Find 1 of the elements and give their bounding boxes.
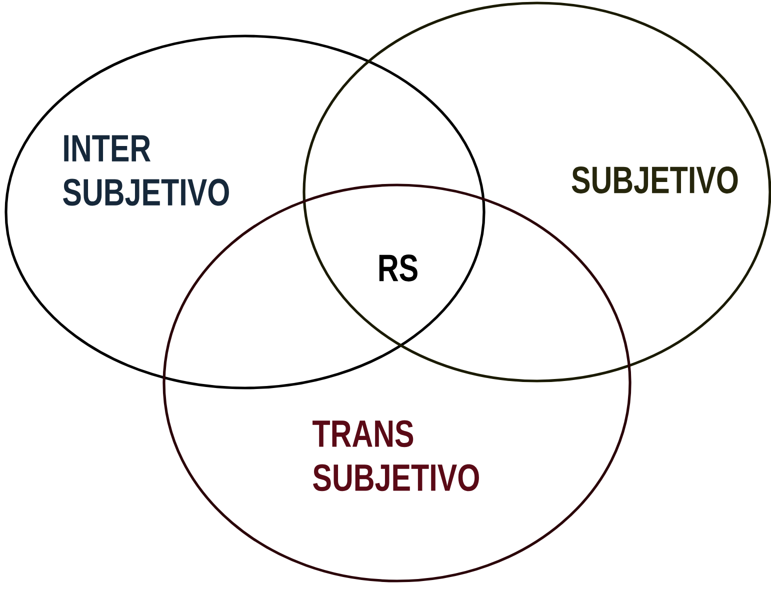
intersection-label: RS xyxy=(379,254,418,282)
